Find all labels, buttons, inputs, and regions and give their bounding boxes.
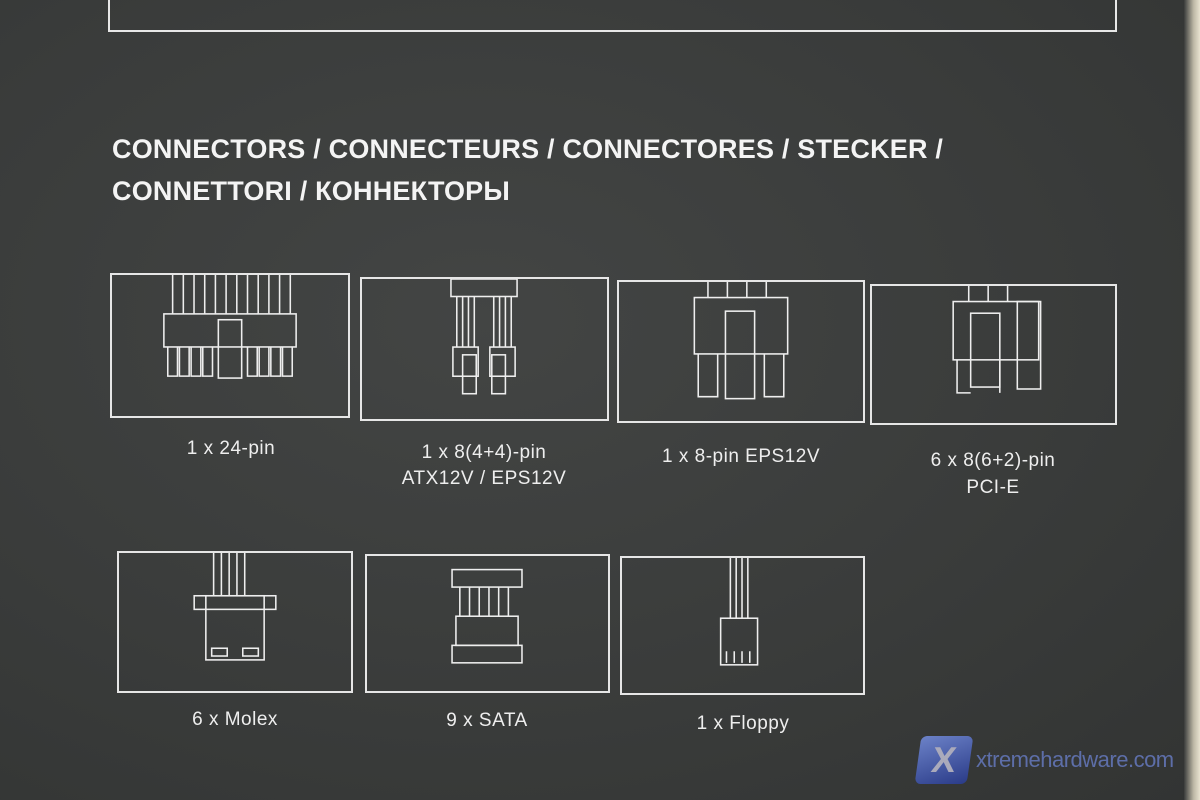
connector-label: 1 x Floppy <box>696 713 790 734</box>
top-panel-frame <box>108 0 1117 32</box>
eps12v-8pin-icon <box>617 280 865 423</box>
connector-label: 1 x 8-pin EPS12V <box>662 446 820 467</box>
connector-label: 9 x SATA <box>446 710 528 731</box>
box-edge <box>1184 0 1200 800</box>
atx12v-8pin-split-icon <box>360 277 609 421</box>
watermark-logo-icon: X <box>914 736 974 784</box>
connector-label: 1 x 24-pin <box>186 438 276 459</box>
floppy-icon <box>620 556 865 695</box>
sata-icon <box>365 554 610 693</box>
connector-label: 6 x 8(6+2)-pin <box>930 450 1056 471</box>
pcie-8pin-icon <box>870 284 1117 425</box>
connectors-heading-line1: CONNECTORS / CONNECTEURS / CONNECTORES /… <box>112 134 944 164</box>
watermark: X xtremehardware.com <box>914 736 1174 784</box>
connector-label: 6 x Molex <box>192 709 278 730</box>
watermark-text: xtremehardware.com <box>976 747 1174 772</box>
connectors-heading-line2: CONNETTORI / КОННЕКТОРЫ <box>112 176 511 206</box>
atx-24pin-icon <box>110 273 350 418</box>
molex-icon <box>117 551 353 693</box>
connector-sublabel: ATX12V / EPS12V <box>401 468 567 489</box>
connector-label: 1 x 8(4+4)-pin <box>421 442 547 463</box>
connector-sublabel: PCI-E <box>966 477 1020 498</box>
